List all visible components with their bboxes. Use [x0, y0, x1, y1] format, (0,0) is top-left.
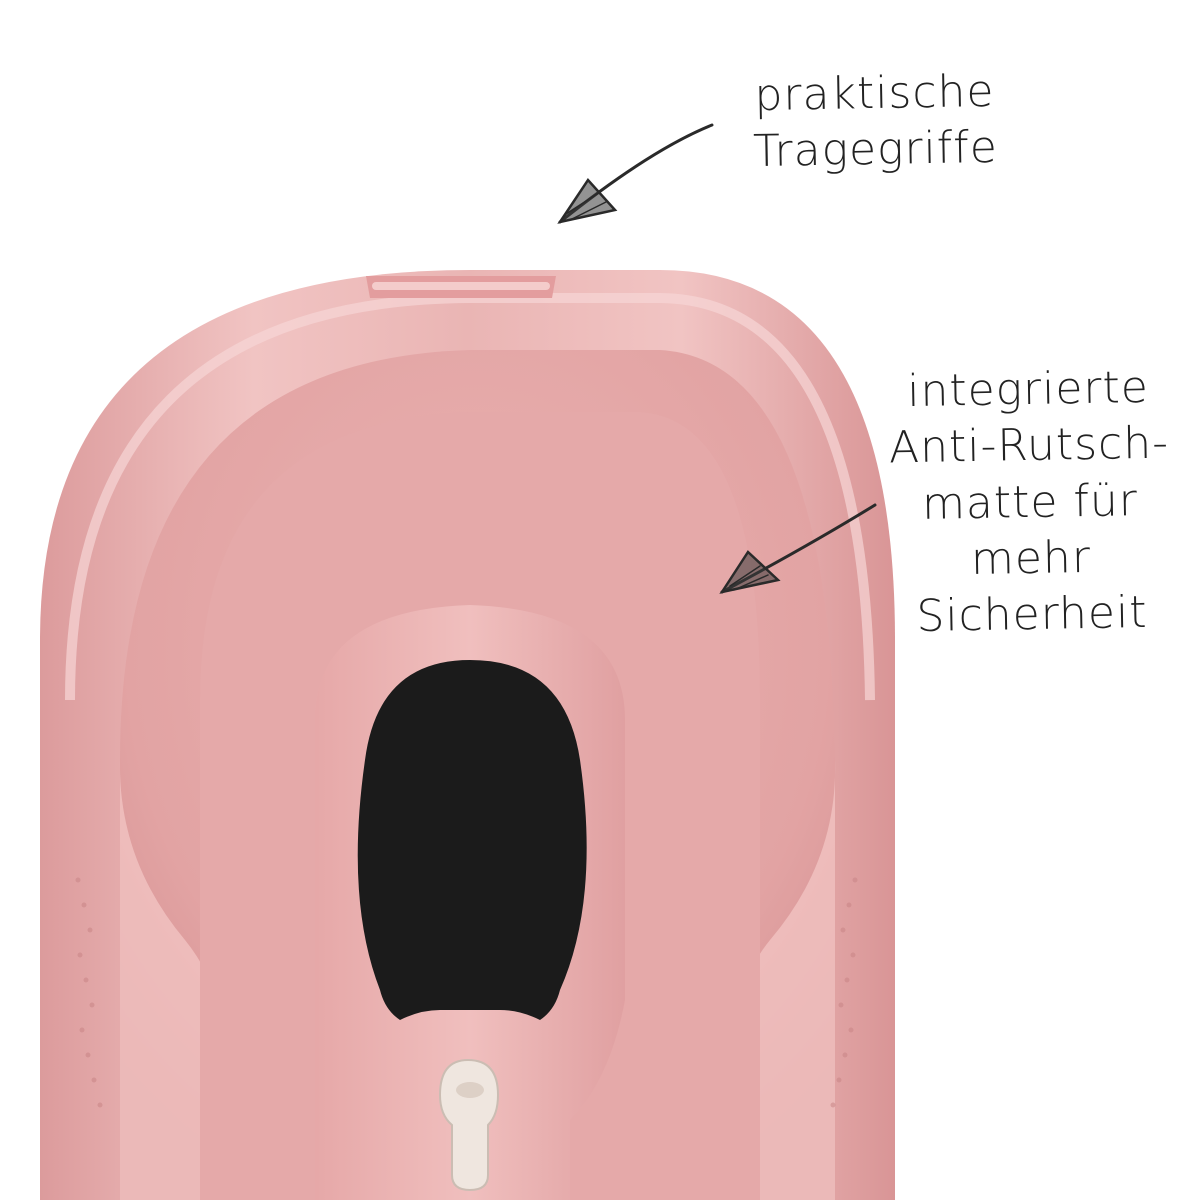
- callout-carry-handles: praktische Tragegriffe: [729, 63, 1021, 181]
- rim-grip-dots: [75, 877, 858, 1108]
- callout-line: praktische: [754, 65, 995, 122]
- callout-line: matte für: [921, 474, 1139, 530]
- drain-plug: [438, 1058, 500, 1192]
- callout-line: mehr: [970, 531, 1092, 585]
- callout-line: Sicherheit: [915, 587, 1148, 643]
- tub-rim-highlight: [65, 293, 875, 701]
- carry-handle: [366, 276, 556, 298]
- hand-drawn-arrow-icon: [719, 503, 877, 594]
- callout-line: integrierte: [906, 361, 1150, 418]
- hand-drawn-arrow-icon: [557, 123, 714, 224]
- callout-line: Tragegriffe: [752, 122, 999, 178]
- callout-anti-slip-mat: integrierte Anti-Rutsch- matte für mehr …: [868, 359, 1193, 646]
- callout-line: Anti-Rutsch-: [888, 417, 1170, 474]
- anti-slip-mat: [357, 660, 587, 1020]
